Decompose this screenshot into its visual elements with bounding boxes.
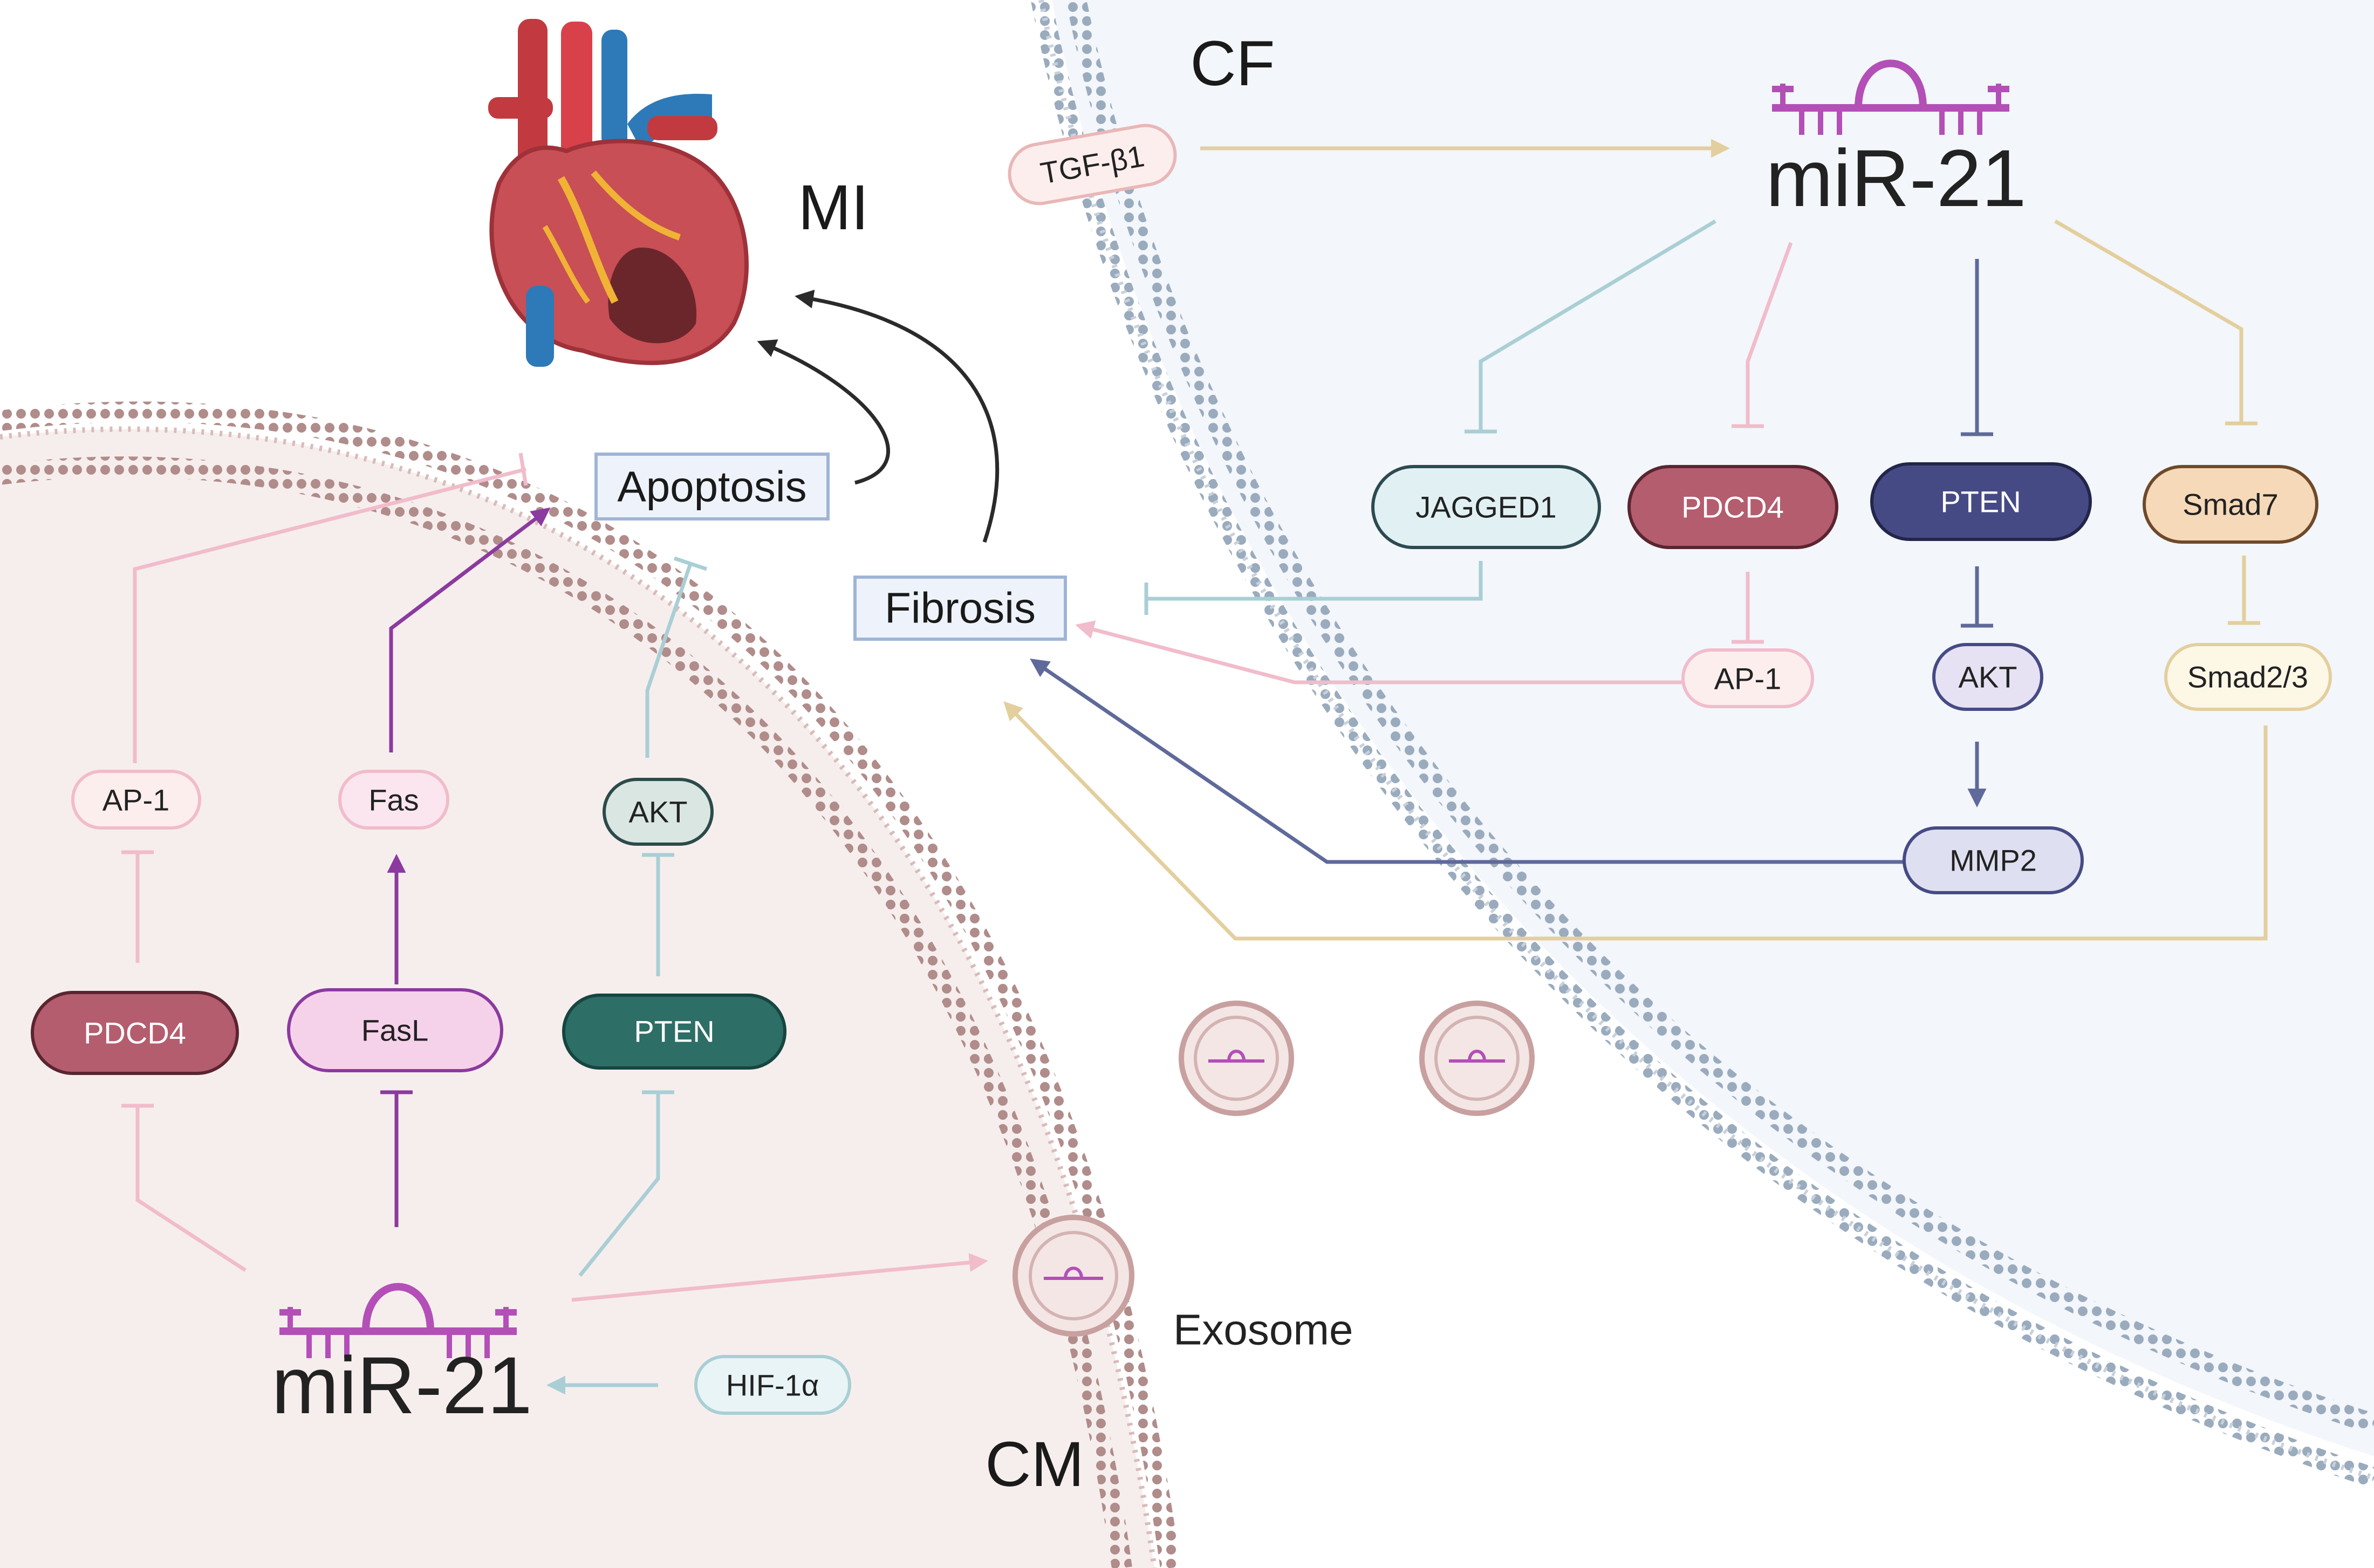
cf-smad23-node: Smad2/3 — [2164, 643, 2332, 711]
tgfb1-node: TGF-β1 — [1008, 124, 1177, 206]
svg-text:PDCD4: PDCD4 — [84, 1016, 186, 1050]
svg-text:AP-1: AP-1 — [1714, 662, 1782, 696]
cm-membrane — [0, 401, 1181, 1568]
cf-cell — [1031, 0, 2374, 1488]
cm-ap1-node: AP-1 — [71, 770, 201, 830]
cf-smad7-node: Smad7 — [2143, 465, 2318, 544]
exosome-icon — [1012, 1215, 1134, 1337]
exosome-icon — [1419, 1001, 1535, 1116]
apoptosis-box: Apoptosis — [594, 453, 830, 521]
svg-text:AKT: AKT — [629, 795, 688, 829]
heart-icon — [488, 19, 749, 367]
cf-akt-node: AKT — [1932, 643, 2043, 711]
mi-label: MI — [798, 172, 868, 243]
cf-pdcd4-node: PDCD4 — [1627, 465, 1838, 549]
svg-text:AP-1: AP-1 — [102, 783, 170, 817]
cm-cell — [0, 401, 1181, 1568]
cm-mir21-label: miR-21 — [271, 1340, 532, 1430]
cm-label: CM — [985, 1429, 1084, 1500]
mi-arrows — [757, 290, 1000, 543]
svg-text:Smad2/3: Smad2/3 — [2187, 660, 2308, 694]
fibrosis-box: Fibrosis — [853, 576, 1067, 641]
cm-fas-node: Fas — [338, 770, 449, 830]
svg-text:AKT: AKT — [1959, 660, 2017, 694]
cm-pten-node: PTEN — [562, 994, 786, 1070]
cf-label: CF — [1190, 28, 1275, 99]
cm-connectors — [121, 453, 988, 1395]
svg-text:Fibrosis: Fibrosis — [885, 584, 1036, 632]
cf-ap1-node: AP-1 — [1681, 648, 1814, 708]
cm-fasl-node: FasL — [287, 988, 503, 1072]
cf-mmp2-node: MMP2 — [1903, 826, 2084, 894]
svg-text:HIF-1α: HIF-1α — [726, 1368, 819, 1402]
cf-membrane — [1031, 0, 2374, 1488]
cm-hif1a-node: HIF-1α — [694, 1355, 851, 1415]
svg-text:Smad7: Smad7 — [2183, 488, 2278, 522]
exosome-icon — [1179, 1001, 1294, 1116]
svg-text:FasL: FasL — [361, 1014, 429, 1047]
svg-text:JAGGED1: JAGGED1 — [1415, 490, 1556, 524]
svg-text:Apoptosis: Apoptosis — [617, 463, 806, 511]
cf-jagged1-node: JAGGED1 — [1371, 465, 1601, 549]
svg-text:PTEN: PTEN — [1940, 485, 2021, 519]
svg-text:PDCD4: PDCD4 — [1681, 490, 1784, 524]
cm-akt-node: AKT — [603, 778, 714, 846]
svg-text:MMP2: MMP2 — [1949, 844, 2037, 878]
cf-connectors — [1003, 139, 2268, 941]
svg-text:PTEN: PTEN — [634, 1015, 714, 1049]
cf-mir21-label: miR-21 — [1766, 133, 2026, 223]
cm-pdcd4-node: PDCD4 — [31, 991, 239, 1075]
exosome-label: Exosome — [1173, 1306, 1353, 1354]
cf-pten-node: PTEN — [1870, 462, 2092, 541]
svg-text:Fas: Fas — [368, 783, 419, 817]
